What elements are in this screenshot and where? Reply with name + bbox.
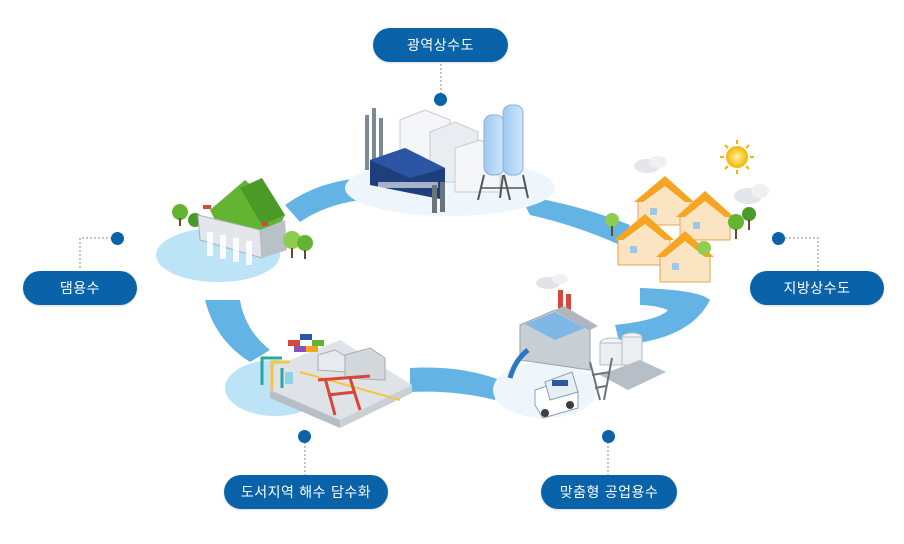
village-houses-icon: [605, 140, 769, 283]
flow-arrow-top-left: [285, 178, 365, 222]
truck-icon: [534, 371, 579, 419]
marker-dot-right: [772, 232, 785, 245]
flow-arrow-bottom: [410, 367, 500, 400]
marker-dot-bottom-left: [298, 430, 311, 443]
label-local-waterworks-text: 지방상수도: [783, 281, 851, 297]
flow-arrows: [205, 178, 710, 400]
label-island-desalination-text: 도서지역 해수 담수화: [240, 485, 372, 501]
flow-arrow-top-right: [520, 195, 630, 245]
flow-arrow-left: [205, 300, 270, 362]
marker-dot-top: [434, 93, 447, 106]
label-dam-water-text: 댐용수: [59, 281, 101, 297]
marker-dot-bottom-right: [602, 430, 615, 443]
label-dam-water[interactable]: 댐용수: [23, 271, 137, 305]
marker-dot-left: [111, 232, 124, 245]
dam-icon: [156, 178, 313, 282]
label-local-waterworks[interactable]: 지방상수도: [750, 271, 884, 305]
label-custom-industrial-water-text: 맞춤형 공업용수: [559, 485, 659, 501]
connector-right: [785, 237, 819, 272]
flow-arrow-right: [615, 288, 710, 345]
connector-left: [79, 237, 112, 270]
sun-icon: [720, 140, 754, 174]
label-regional-waterworks-text: 광역상수도: [407, 38, 474, 54]
label-island-desalination[interactable]: 도서지역 해수 담수화: [224, 475, 388, 509]
connector-lines: [79, 60, 819, 478]
label-regional-waterworks[interactable]: 광역상수도: [373, 28, 508, 62]
industrial-factory-icon: [493, 274, 666, 419]
water-treatment-plant-icon: [345, 104, 555, 216]
label-custom-industrial-water[interactable]: 맞춤형 공업용수: [541, 475, 677, 509]
desalination-port-icon: [225, 334, 412, 428]
